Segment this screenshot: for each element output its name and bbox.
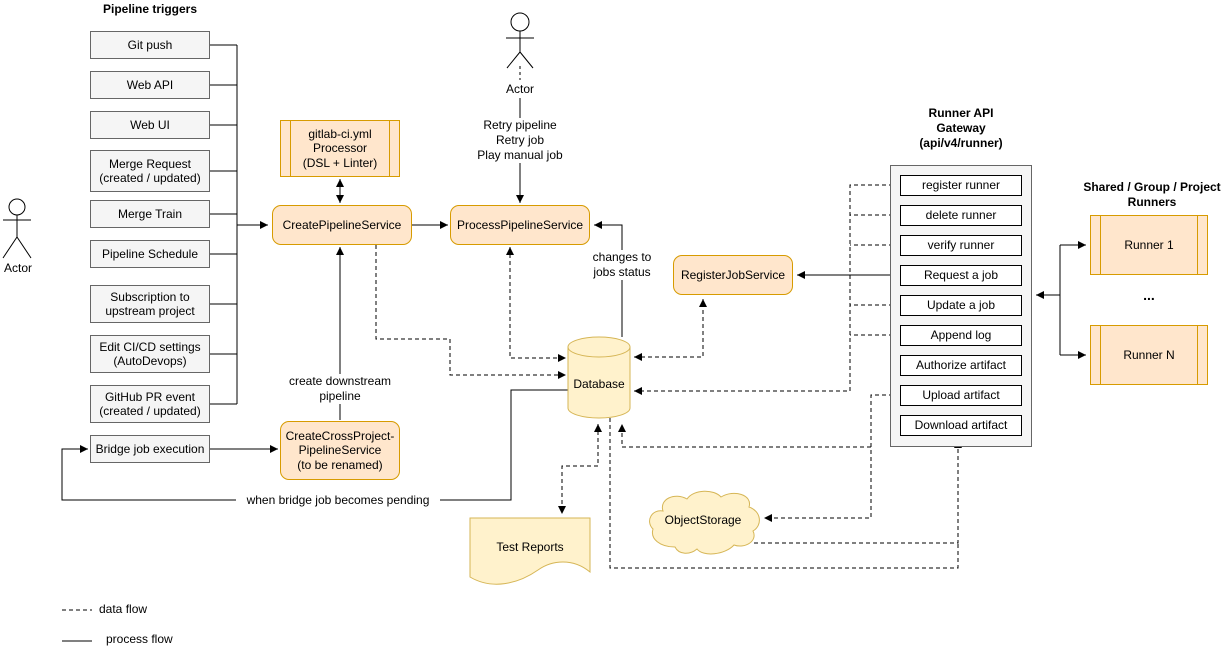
edge-upload-objectstorage (764, 394, 900, 522)
edge-create-db (375, 245, 566, 379)
endpoint-update-job: Update a job (900, 295, 1022, 316)
trigger-github-pr: GitHub PR event (created / updated) (90, 385, 210, 423)
edge-gateway-runners (1036, 241, 1086, 359)
retry-actions-label: Retry pipeline Retry job Play manual job (458, 118, 582, 163)
changes-jobs-status-label: changes to jobs status (589, 250, 655, 280)
object-storage-label: ObjectStorage (664, 513, 742, 527)
endpoint-append-log: Append log (900, 325, 1022, 346)
database-cylinder-shape (567, 336, 631, 419)
trigger-web-ui: Web UI (90, 111, 210, 139)
gitlab-ci-processor: gitlab-ci.yml Processor (DSL + Linter) (280, 120, 400, 177)
create-downstream-label: create downstream pipeline (278, 374, 402, 404)
trigger-git-push: Git push (90, 31, 210, 59)
create-cross-project-service: CreateCrossProject- PipelineService (to … (280, 421, 400, 480)
endpoint-download-artifact: Download artifact (900, 415, 1022, 436)
trigger-edit-cicd: Edit CI/CD settings (AutoDevops) (90, 335, 210, 373)
edge-process-db (506, 247, 566, 362)
create-pipeline-service: CreatePipelineService (272, 205, 412, 245)
trigger-pipeline-schedule: Pipeline Schedule (90, 240, 210, 268)
bridge-pending-label: when bridge job becomes pending (236, 493, 440, 508)
process-pipeline-service: ProcessPipelineService (450, 205, 590, 245)
actor-top-figure (506, 12, 534, 69)
runners-ellipsis: ... (1143, 287, 1155, 303)
runner-1-label: Runner 1 (1124, 237, 1174, 252)
actor-left-figure (2, 198, 32, 259)
endpoint-register-runner: register runner (900, 175, 1022, 196)
endpoint-request-job: Request a job (900, 265, 1022, 286)
trigger-bridge-job: Bridge job execution (90, 435, 210, 463)
edge-db-registerjob (634, 299, 707, 361)
gateway-title: Runner API Gateway (api/v4/runner) (919, 106, 1003, 150)
gitlab-ci-processor-label: gitlab-ci.yml Processor (DSL + Linter) (302, 126, 378, 170)
endpoint-verify-runner: verify runner (900, 235, 1022, 256)
runner-1: Runner 1 (1090, 215, 1208, 275)
endpoint-authorize-artifact: Authorize artifact (900, 355, 1022, 376)
legend-data-flow-label: data flow (99, 602, 148, 616)
test-reports-shape (469, 517, 591, 585)
edge-upload-db (618, 424, 871, 448)
trigger-web-api: Web API (90, 71, 210, 99)
trigger-subscription: Subscription to upstream project (90, 285, 210, 323)
endpoint-delete-runner: delete runner (900, 205, 1022, 226)
runners-title: Shared / Group / Project Runners (1083, 180, 1221, 209)
edge-db-to-process (594, 221, 623, 337)
endpoint-upload-artifact: Upload artifact (900, 385, 1022, 406)
object-storage-cloud-shape (649, 490, 760, 555)
legend-process-flow-label: process flow (106, 632, 173, 646)
edge-trigger-bus (210, 44, 268, 405)
edge-objectstorage-download (754, 440, 962, 544)
register-job-service: RegisterJobService (673, 255, 793, 295)
trigger-merge-request: Merge Request (created / updated) (90, 150, 210, 192)
runner-n: Runner N (1090, 325, 1208, 385)
trigger-merge-train: Merge Train (90, 200, 210, 228)
edge-db-testreports (558, 424, 602, 514)
test-reports-label: Test Reports (496, 540, 564, 554)
runner-n-label: Runner N (1123, 347, 1175, 362)
pipeline-triggers-title: Pipeline triggers (102, 2, 198, 16)
edge-db-download (609, 418, 959, 569)
database-label: Database (573, 377, 625, 391)
actor-left-label: Actor (3, 261, 32, 275)
actor-top-label: Actor (505, 82, 534, 96)
